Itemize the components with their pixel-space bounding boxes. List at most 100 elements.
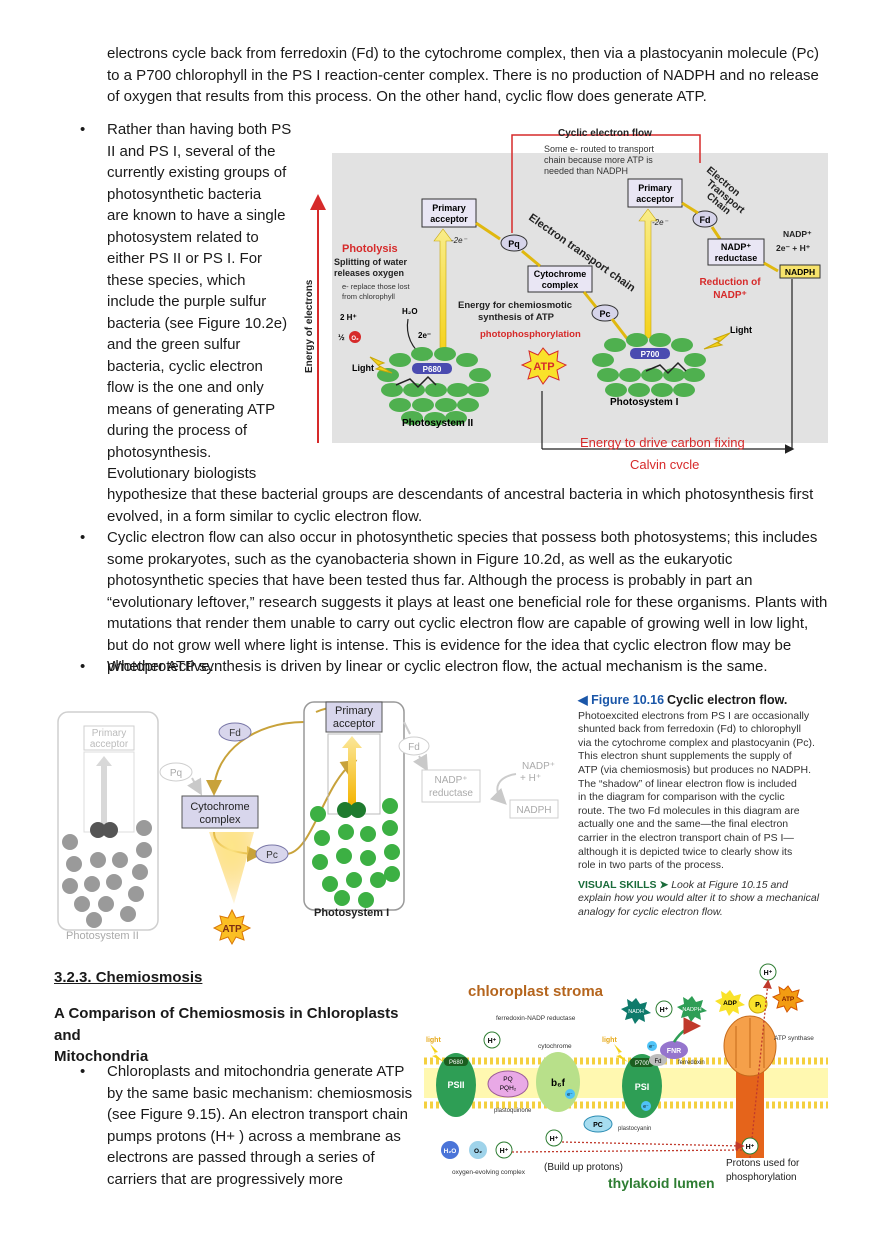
fd-carrier <box>218 722 252 742</box>
nadh-burst <box>621 998 651 1024</box>
psii-cluster <box>377 347 491 426</box>
pc-carrier <box>591 304 619 322</box>
bullet-2: Cyclic electron flow can also occur in p… <box>107 529 828 675</box>
primary-acceptor-label: acceptor <box>90 739 129 750</box>
nadp-reductase-ghost <box>421 769 481 803</box>
caption-line: This electron shunt supplements the supp… <box>578 750 792 763</box>
nadp-equation: 2e⁻ + H⁺ <box>776 243 811 253</box>
nadph-arrow <box>672 1017 701 1043</box>
caption-line: actually one and the same—the final elec… <box>578 818 789 831</box>
electron-label: e⁻ <box>643 1104 649 1110</box>
ps2-reaction-center <box>90 822 106 838</box>
figure-thylakoid-membrane: chloroplast stroma thylakoid lumen P680 … <box>424 963 828 1191</box>
b1-line: photosynthetic bacteria <box>107 185 262 203</box>
primary-acceptor-label: Primary <box>432 203 466 213</box>
electron-label: -2e⁻ <box>451 236 468 245</box>
pc-carrier <box>255 844 289 864</box>
p680-label: P680 <box>423 365 442 374</box>
primary-acceptor-label: acceptor <box>333 718 376 730</box>
ghost-arrow <box>403 721 411 735</box>
atp-glow <box>209 832 254 904</box>
pi-molecule <box>748 994 768 1014</box>
replace-label: from chlorophyll <box>342 292 395 301</box>
b1-line: Evolutionary biologists <box>107 465 257 482</box>
caption-line: via the cytochrome complex and plastocya… <box>578 736 815 749</box>
transport-arrow <box>582 291 598 308</box>
o2-molecule <box>349 331 361 343</box>
intro-paragraph: electrons cycle back from ferredoxin (Fd… <box>107 45 819 105</box>
h2o-molecule <box>441 1141 459 1159</box>
fnr-long-label: ferredoxin-NADP reductase <box>496 1015 576 1022</box>
ghost-arrow <box>413 753 429 772</box>
p680-center <box>444 1057 468 1066</box>
oec-label: oxygen-evolving complex <box>452 1169 526 1176</box>
excitation-zigzag <box>395 375 437 389</box>
caption-line: route. The two Fd molecules in this diag… <box>578 804 800 817</box>
b1-line: these species, which <box>107 271 246 289</box>
figure-10-16-diagram: Primary acceptor Photosystem II Pq Fd Cy… <box>57 701 559 946</box>
build-up-label: (Build up protons) <box>544 1162 623 1173</box>
b1-line: bacteria, cyclic electron <box>107 357 263 375</box>
caption-line: carrier in the electron transport chain … <box>578 831 794 844</box>
nadph-label: NADPH <box>516 805 551 816</box>
ps1-label: Photosystem I <box>610 397 679 408</box>
cytochrome-label: cytochrome <box>538 1043 572 1050</box>
primary-acceptor-label: acceptor <box>636 194 674 204</box>
protons-used-label: phosphorylation <box>726 1172 797 1183</box>
half-label: ½ <box>338 333 345 342</box>
b1-line: II and PS I, several of the <box>107 142 276 160</box>
bullet-marker: • <box>80 1063 86 1080</box>
nadph-arrow <box>763 261 779 273</box>
p700-label: P700 <box>635 1061 650 1067</box>
electron <box>647 1041 657 1051</box>
pc-label: Pc <box>266 850 278 861</box>
figure-caption: ◀ Figure 10.16 Cyclic electron flow. Pho… <box>578 693 833 920</box>
light-label: Light <box>352 363 374 373</box>
transport-arrow <box>475 221 501 241</box>
p680-center <box>412 363 452 374</box>
primary-acceptor-label: Primary <box>335 705 373 717</box>
ferredoxin-label: ferredoxin <box>678 1060 705 1066</box>
figure-cyclic-flow-diagram: Energy of electrons Cyclic electron flow… <box>304 128 828 472</box>
fd-carrier <box>649 1054 667 1066</box>
nadh-label: NADH <box>628 1009 644 1015</box>
ps2-label: Photosystem II <box>66 930 139 942</box>
ghost-arrow <box>489 773 517 805</box>
o2-molecule <box>469 1141 487 1159</box>
stroma-label: chloroplast stroma <box>468 983 604 1000</box>
bullet-marker: • <box>80 658 86 675</box>
excitation-zigzag <box>645 361 687 375</box>
primary-acceptor-label: Primary <box>92 728 126 739</box>
section-bullet: Chloroplasts and mitochondria generate A… <box>107 1061 417 1190</box>
proton-flow-line <box>749 979 772 1159</box>
splitting-label: releases oxygen <box>334 268 404 278</box>
cytochrome-complex <box>527 265 593 293</box>
plastoquinone-pool <box>487 1070 529 1098</box>
electron-label: e⁻ <box>649 1044 655 1050</box>
p700-center <box>630 348 670 359</box>
fd-label: Fd <box>700 215 711 225</box>
b1-line: means of generating ATP <box>107 400 276 418</box>
transport-arrow <box>681 201 699 215</box>
hplus-label: H⁺ <box>764 970 773 977</box>
ps2-shadow-frame <box>57 711 159 931</box>
nadp-plus-label: NADP⁺ <box>522 761 555 772</box>
pq-carrier <box>500 234 528 252</box>
caption-line: shunted back from ferredoxin (Fd) to chl… <box>578 723 801 736</box>
b1-line: photosystem related to <box>107 228 259 246</box>
plastocyanin-label: plastocyanin <box>618 1126 651 1132</box>
p700-center <box>630 1058 654 1067</box>
section-bullet-line: electrons are passed through a series of <box>107 1149 375 1166</box>
h2o-label: H₂O <box>444 1148 457 1155</box>
energy-axis-label: Energy of electrons <box>304 279 315 373</box>
atp-label: ATP <box>533 361 554 373</box>
fd-label: Fd <box>408 742 420 753</box>
ps1-excitation-arrow <box>342 736 362 806</box>
adp-burst <box>715 990 745 1016</box>
pq-label: Pq <box>170 768 182 779</box>
light-bolt <box>614 1044 628 1062</box>
o2-label: O₂ <box>351 336 359 342</box>
proton <box>655 1000 673 1018</box>
excitation-arrow-psi <box>638 208 658 339</box>
p680-label: P680 <box>449 1060 464 1066</box>
